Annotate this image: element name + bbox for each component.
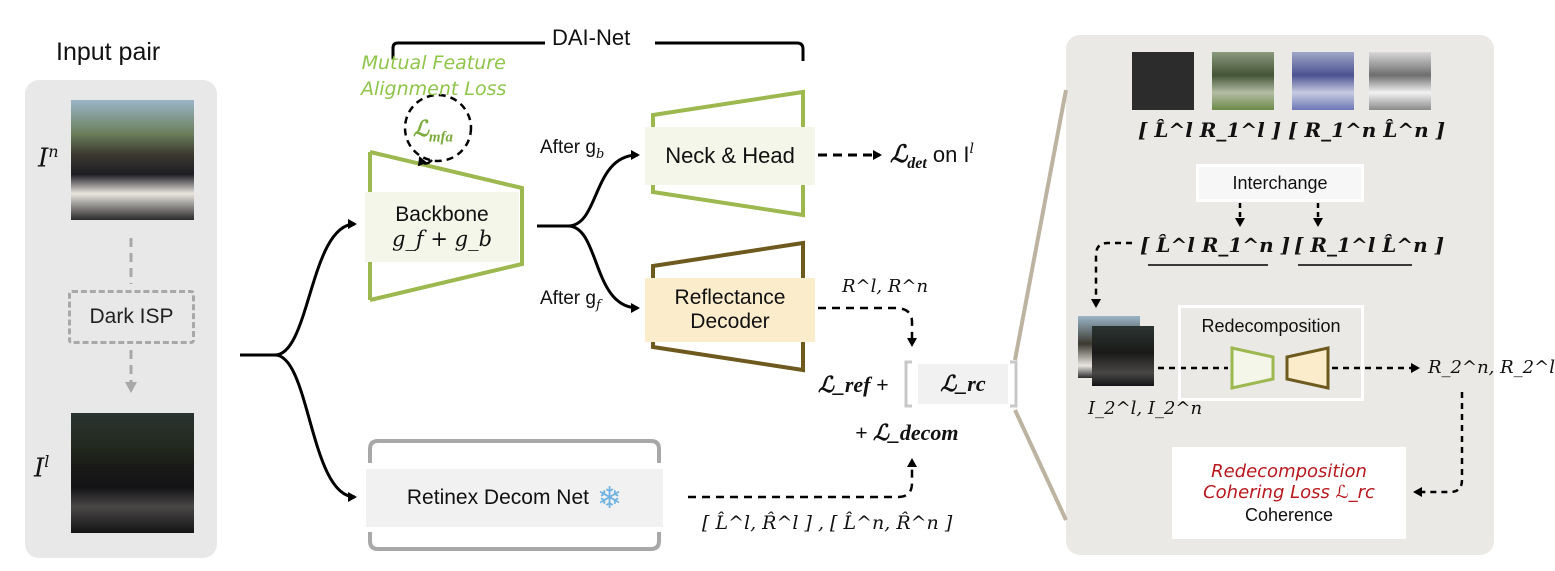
recomposed-inputs-label: I_2^l, I_2^n — [1088, 398, 1203, 419]
redecomposed-outputs-label: R_2^n, R_2^l — [1428, 357, 1555, 378]
ref-loss-label: ℒ_ref + — [818, 372, 889, 397]
reflectance-low-image — [1212, 52, 1274, 110]
rc-loss-box: ℒ_rc — [918, 364, 1008, 404]
mfa-loss-symbol: ℒmfa — [413, 116, 454, 146]
snowflake-icon: ❄ — [596, 481, 623, 515]
reflectance-output-label: R^l, R^n — [842, 276, 929, 297]
input-pair-title: Input pair — [56, 38, 161, 66]
cohering-loss-box: Redecomposition Cohering Loss ℒ_rc Coher… — [1172, 447, 1406, 539]
decom-loss-label: + ℒ_decom — [855, 420, 959, 445]
after-gf-label: After gf — [540, 288, 601, 313]
normal-image-label: In — [38, 142, 59, 174]
dark-isp-box: Dark ISP — [68, 290, 195, 344]
dai-net-title: DAI-Net — [552, 25, 631, 50]
retinex-output-label: [ L̂^l, R̂^l ] , [ L̂^n, R̂^n ] — [702, 512, 953, 534]
recomposed-low-image — [1092, 326, 1154, 386]
interchange-box: Interchange — [1196, 164, 1364, 202]
normal-light-image — [71, 100, 194, 220]
backbone-box: Backbone g_f + g_b — [365, 192, 519, 262]
retinex-decom-box: Retinex Decom Net ❄ — [366, 469, 663, 527]
det-loss-label: ℒdet on Il — [890, 141, 975, 172]
after-gb-label: After gb — [540, 137, 605, 162]
diagram-lines — [125, 41, 1464, 551]
redecomposition-box: Redecomposition — [1178, 305, 1364, 401]
illumination-normal-image — [1369, 52, 1431, 110]
illumination-low-image — [1132, 52, 1194, 110]
top-brackets-label: [ L̂^l R_1^l ] [ R_1^n L̂^n ] — [1138, 118, 1446, 142]
low-light-image — [71, 413, 194, 533]
reflectance-decoder-box: Reflectance Decoder — [645, 278, 815, 342]
low-image-label: Il — [34, 452, 50, 484]
swapped-right-label: [ R_1^l L̂^n ] — [1294, 233, 1445, 257]
reflectance-normal-image — [1292, 52, 1354, 110]
neck-head-box: Neck & Head — [645, 127, 815, 185]
mfa-loss-title: Mutual Feature Alignment Loss — [361, 52, 507, 100]
swapped-left-label: [ L̂^l R_1^n ] — [1140, 233, 1291, 257]
